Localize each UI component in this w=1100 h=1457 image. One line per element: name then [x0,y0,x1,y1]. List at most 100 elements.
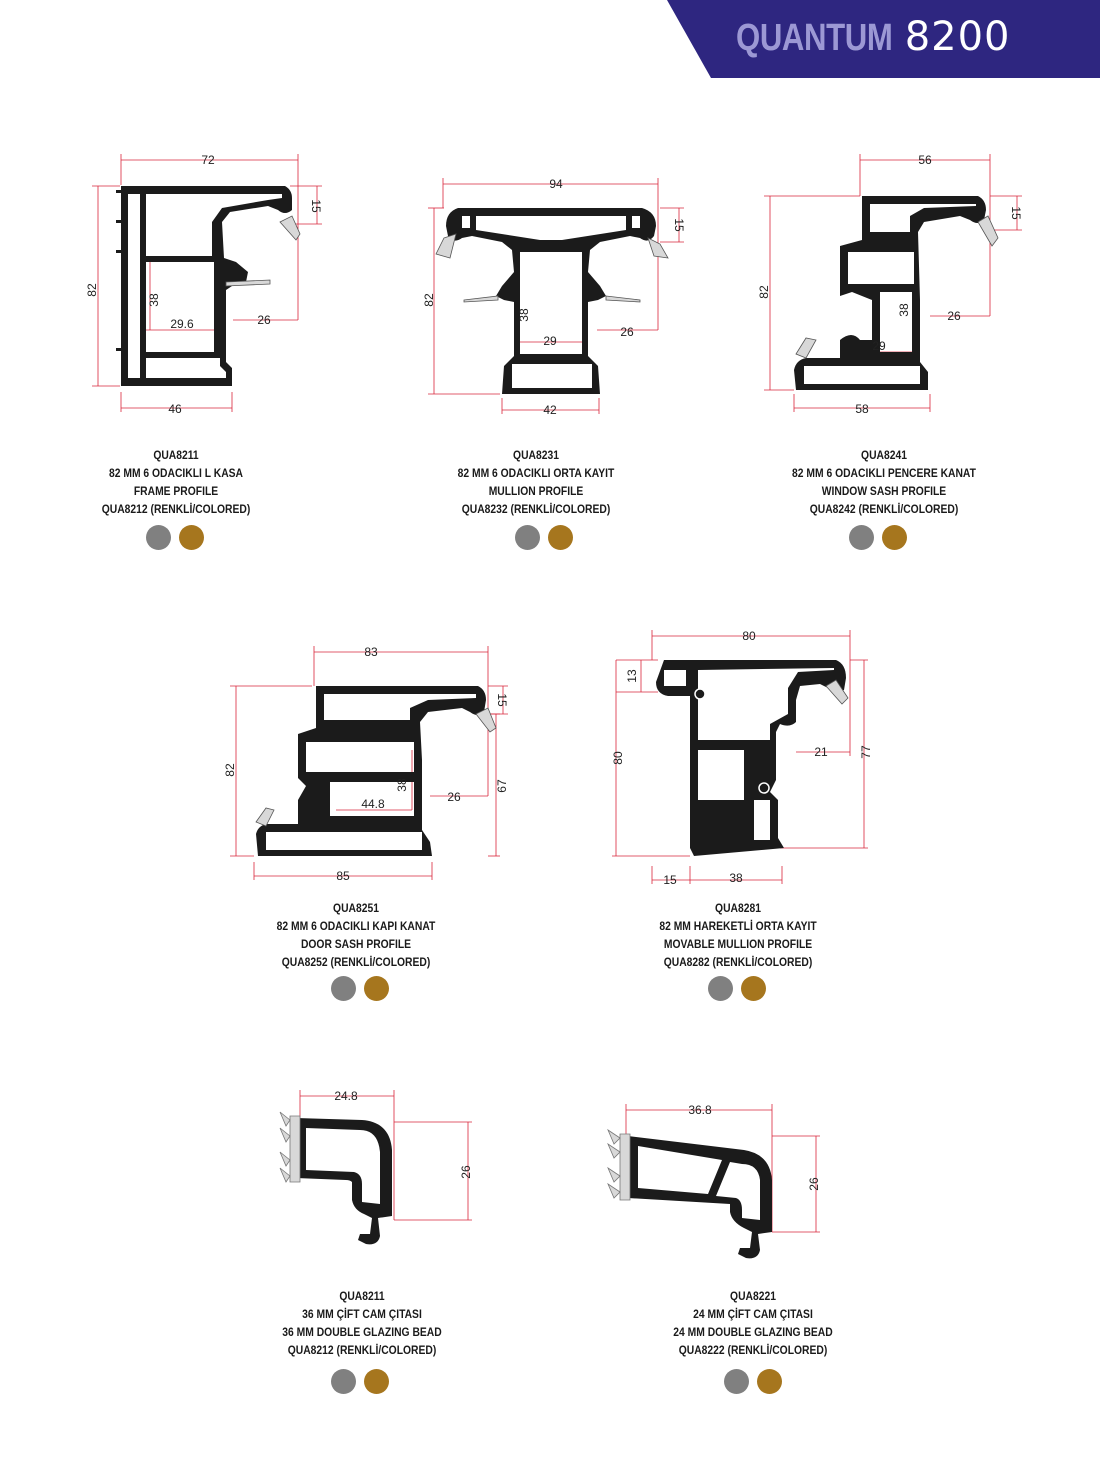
dimension-label: 80 [611,751,625,765]
product-colored-code: QUA8212 (RENKLİ/COLORED) [287,1343,437,1357]
mullion-profile-caption: QUA8231 82 MM 6 ODACIKLI ORTA KAYIT MULL… [441,446,630,518]
swatch-gold [179,525,204,550]
dimension-label: 82 [757,285,771,299]
movable-mullion-profile-caption: QUA8281 82 MM HAREKETLİ ORTA KAYIT MOVAB… [643,899,832,971]
window-sash-profile-caption: QUA8241 82 MM 6 ODACIKLI PENCERE KANAT W… [789,446,978,518]
swatch-silver [331,976,356,1001]
dimension-label: 15 [495,693,509,707]
header-banner: QUANTUM 8200 [0,0,1100,80]
window-sash-profile-swatches [849,525,907,550]
brand-name: QUANTUM [736,17,893,59]
dim-width: 72 [201,153,215,167]
product-code: QUA8211 [339,1289,385,1303]
product-name-tr: 82 MM 6 ODACIKLI KAPI KANAT [276,919,436,933]
product-name-tr: 36 MM ÇİFT CAM ÇITASI [302,1307,422,1321]
dimension-label: 24.8 [334,1089,358,1103]
swatch-silver [146,525,171,550]
dimension-label: 80 [742,629,756,643]
product-name-tr: 82 MM 6 ODACIKLI PENCERE KANAT [792,466,976,480]
product-name-en: 36 MM DOUBLE GLAZING BEAD [282,1325,442,1339]
product-colored-code: QUA8212 (RENKLİ/COLORED) [101,502,251,516]
glazing-bead-36-swatches [331,1369,389,1394]
dim-glass: 38 [147,293,161,307]
dimension-label: 26 [620,325,634,339]
dimension-label: 82 [223,763,237,777]
frame-profile-caption: QUA8211 82 MM 6 ODACIKLI L KASA FRAME PR… [90,446,262,518]
product-name-en: MOVABLE MULLION PROFILE [663,937,813,951]
dimension-label: 26 [947,309,961,323]
swatch-silver [708,976,733,1001]
dim-inner: 29.6 [170,317,194,331]
dimension-label: 36.8 [688,1103,712,1117]
banner-shape [667,0,1100,78]
product-name-en: 24 MM DOUBLE GLAZING BEAD [673,1325,833,1339]
glazing-bead-36-caption: QUA8211 36 MM ÇİFT CAM ÇITASI 36 MM DOUB… [267,1287,456,1359]
swatch-gold [741,976,766,1001]
swatch-gold [882,525,907,550]
frame-profile-swatches [146,525,204,550]
movable-mullion-profile-swatches [708,976,766,1001]
product-code: QUA8221 [730,1289,776,1303]
brand-title: QUANTUM 8200 [736,14,1011,70]
dimension-label: 15 [663,873,677,887]
swatch-gold [364,976,389,1001]
dimension-label: 82 [422,293,436,307]
dim-top: 15 [309,199,323,213]
dimension-label: 13 [625,669,639,683]
swatch-gold [757,1369,782,1394]
dimension-label: 38 [395,778,409,792]
brand-model-number: 8200 [904,14,1011,60]
swatch-gold [364,1369,389,1394]
dimension-label: 38 [897,303,911,317]
dimension-label: 29 [872,339,886,353]
dimension-label: 15 [672,218,686,232]
product-name-tr: 82 MM 6 ODACIKLI L KASA [109,466,243,480]
door-sash-profile-swatches [331,976,389,1001]
product-name-en: FRAME PROFILE [133,484,219,498]
product-code: QUA8281 [715,901,761,915]
product-code: QUA8231 [513,448,559,462]
dim-height: 82 [85,283,99,297]
product-name-tr: 24 MM ÇİFT CAM ÇITASI [693,1307,813,1321]
product-colored-code: QUA8282 (RENKLİ/COLORED) [663,955,813,969]
dimension-label: 77 [859,745,873,759]
dimension-label: 85 [336,869,350,883]
product-name-en: MULLION PROFILE [488,484,584,498]
door-sash-profile-caption: QUA8251 82 MM 6 ODACIKLI KAPI KANAT DOOR… [261,899,450,971]
dimension-label: 26 [459,1165,473,1179]
dimension-label: 21 [814,745,828,759]
product-colored-code: QUA8242 (RENKLİ/COLORED) [809,502,959,516]
product-code: QUA8241 [861,448,907,462]
swatch-silver [515,525,540,550]
dimension-label: 58 [855,402,869,416]
dimension-label: 29 [543,334,557,348]
product-name-tr: 82 MM 6 ODACIKLI ORTA KAYIT [457,466,615,480]
dimension-label: 26 [447,790,461,804]
dimension-label: 42 [543,403,557,417]
swatch-silver [849,525,874,550]
dimension-label: 83 [364,645,378,659]
swatch-silver [724,1369,749,1394]
product-name-en: DOOR SASH PROFILE [300,937,412,951]
glazing-bead-24-swatches [724,1369,782,1394]
product-colored-code: QUA8232 (RENKLİ/COLORED) [461,502,611,516]
dimension-label: 38 [517,308,531,322]
dimension-label: 67 [495,779,509,793]
product-name-en: WINDOW SASH PROFILE [821,484,947,498]
product-name-tr: 82 MM HAREKETLİ ORTA KAYIT [659,919,817,933]
product-colored-code: QUA8222 (RENKLİ/COLORED) [678,1343,828,1357]
product-code: QUA8251 [333,901,379,915]
dimension-label: 94 [549,177,563,191]
glazing-bead-24-caption: QUA8221 24 MM ÇİFT CAM ÇITASI 24 MM DOUB… [658,1287,847,1359]
swatch-silver [331,1369,356,1394]
dim-base: 46 [168,402,182,416]
dimension-label: 15 [1009,206,1023,220]
swatch-gold [548,525,573,550]
dimension-label: 26 [807,1177,821,1191]
product-code: QUA8211 [153,448,199,462]
dimension-label: 56 [918,153,932,167]
product-colored-code: QUA8252 (RENKLİ/COLORED) [281,955,431,969]
mullion-profile-swatches [515,525,573,550]
dimension-label: 38 [729,871,743,885]
dim-lip: 26 [257,313,271,327]
